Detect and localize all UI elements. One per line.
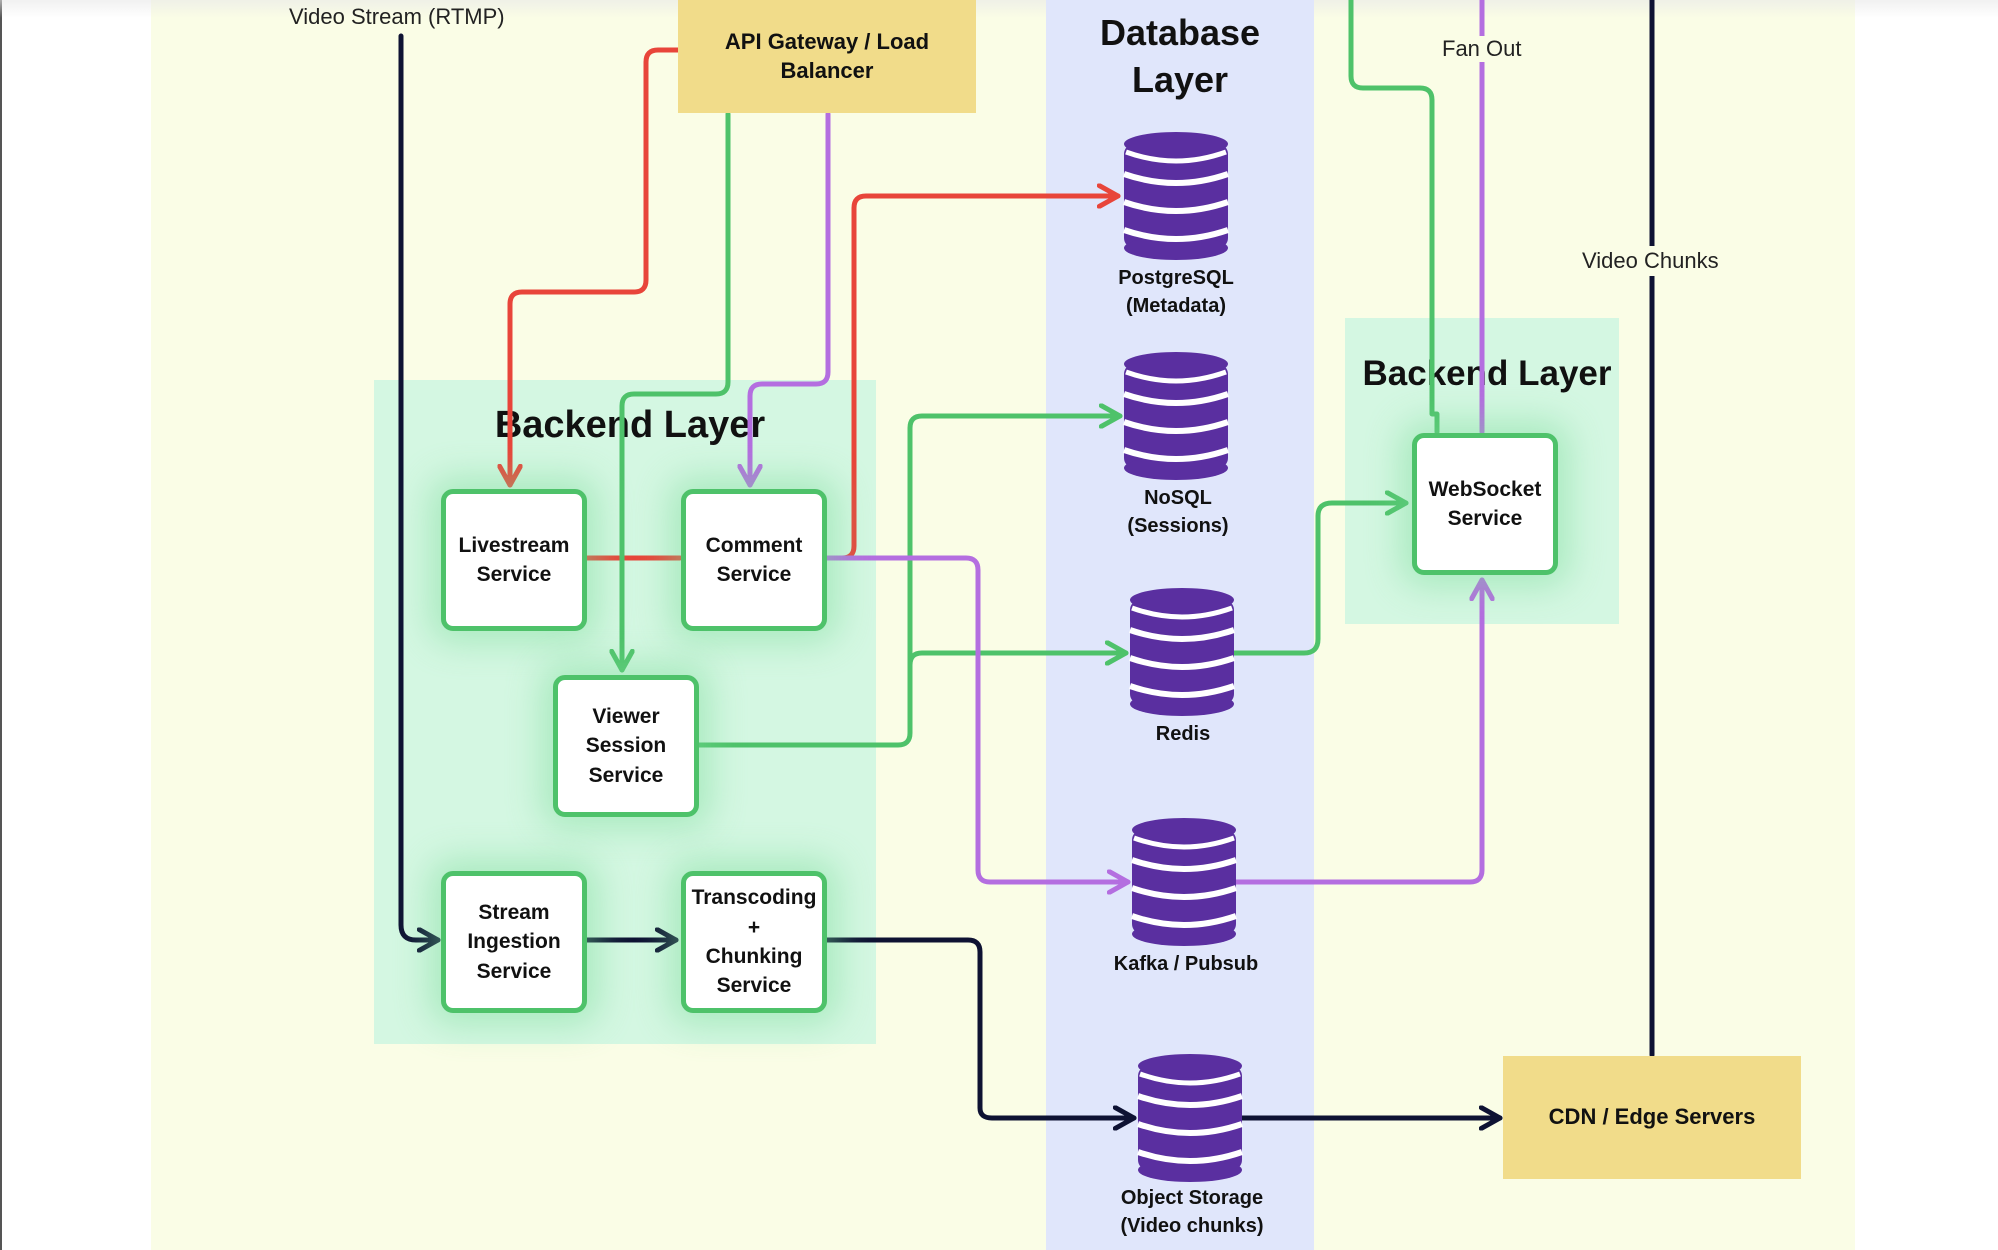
video-stream-label: Video Stream (RTMP)	[289, 4, 505, 29]
edge-gateway-to-viewer-session	[622, 111, 731, 673]
nosql-label: NoSQL (Sessions)	[1127, 487, 1229, 537]
db-icon-redis	[1129, 588, 1235, 716]
top-shadow	[0, 0, 1998, 18]
edge-gateway-to-comment	[750, 111, 831, 488]
edge-viewer-session-to-nosql	[689, 416, 1123, 748]
kafka-label: Kafka / Pubsub	[1113, 953, 1259, 975]
db-icon-postgresql	[1123, 132, 1229, 260]
backend-layer-left-title: Backend Layer	[494, 404, 766, 446]
edge-kafka-to-websocket	[1233, 577, 1482, 885]
backend-layer-right-title: Backend Layer	[1362, 354, 1612, 393]
api-gateway-node: API Gateway / Load Balancer	[678, 0, 976, 113]
transcoding-service-node: Transcoding + Chunking Service	[681, 871, 827, 1013]
edge-rtmp-to-ingestion	[398, 33, 441, 940]
edge-transcoding-to-object-storage	[820, 937, 1137, 1118]
cdn-label: CDN / Edge Servers	[1548, 1104, 1756, 1130]
comment-service-node: Comment Service	[681, 489, 827, 631]
edge-viewer-session-to-redis	[907, 653, 1129, 693]
viewer-session-service-node: Viewer Session Service	[553, 675, 699, 817]
redis-label: Redis	[1155, 723, 1211, 745]
cdn-node: CDN / Edge Servers	[1503, 1056, 1801, 1179]
database-layer-title: Database Layer	[1099, 12, 1261, 100]
stream-ingestion-service-node: Stream Ingestion Service	[441, 871, 587, 1013]
db-icon-nosql	[1123, 352, 1229, 480]
object-storage-label: Object Storage (Video chunks)	[1120, 1187, 1264, 1237]
edge-redis-to-websocket	[1231, 503, 1409, 656]
livestream-service-node: Livestream Service	[441, 489, 587, 631]
db-icon-kafka	[1131, 818, 1237, 946]
video-chunks-label: Video Chunks	[1578, 246, 1723, 276]
edge-gateway-to-livestream	[510, 47, 681, 488]
edge-comment-to-kafka	[815, 555, 1131, 882]
postgresql-label: PostgreSQL (Metadata)	[1118, 267, 1234, 317]
edge-websocket-to-top	[1348, 0, 1440, 435]
websocket-service-node: WebSocket Service	[1412, 433, 1558, 575]
fan-out-label: Fan Out	[1440, 36, 1524, 62]
api-gateway-label: API Gateway / Load Balancer	[724, 28, 930, 83]
canvas-edge	[0, 0, 2, 1250]
db-icon-object-storage	[1137, 1054, 1243, 1182]
